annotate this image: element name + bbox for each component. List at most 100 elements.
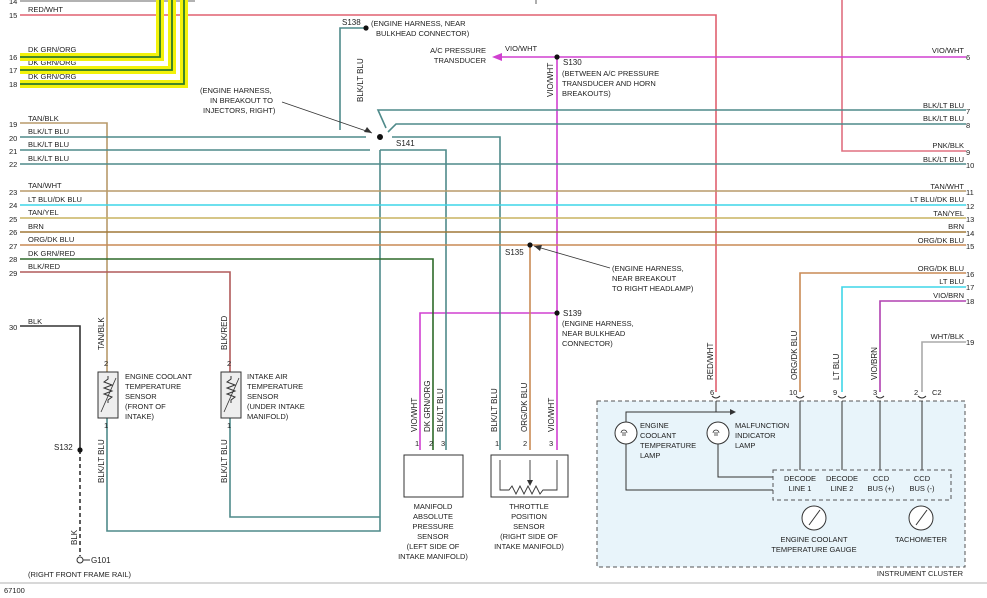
ect-lamp-2: COOLANT	[640, 431, 677, 440]
s130-desc-2: TRANSDUCER AND HORN	[562, 79, 656, 88]
splice-labels: S138 (ENGINE HARNESS, NEAR BULKHEAD CONN…	[54, 18, 694, 452]
s135-desc-1: (ENGINE HARNESS,	[612, 264, 684, 273]
bus-decode2-b: LINE 2	[831, 484, 854, 493]
wire-wht-blk	[921, 341, 966, 392]
cluster-pin-10: 10	[789, 388, 797, 397]
s135-desc-2: NEAR BREAKOUT	[612, 274, 677, 283]
s141-id: S141	[396, 139, 415, 148]
wire-blk-lt-blu-8	[387, 123, 966, 133]
right-pin-9: 9	[966, 148, 970, 157]
right-pin-17: 17	[966, 283, 974, 292]
cluster-wire-3-label: VIO/BRN	[870, 347, 879, 380]
map-pin-3: 3	[441, 439, 445, 448]
wire-blk-lt-blu-tps	[392, 136, 501, 450]
s138-wire-vertical-label: BLK/LT BLU	[356, 58, 365, 102]
s132-id: S132	[54, 443, 73, 452]
cluster-pin-marks	[711, 395, 927, 399]
tps-wire-1-label: BLK/LT BLU	[490, 388, 499, 432]
ect-lamp-1: ENGINE	[640, 421, 669, 430]
ect-lamp-filament	[620, 429, 628, 436]
bus-decode1-b: LINE 1	[789, 484, 812, 493]
map-name-5: (LEFT SIDE OF	[407, 542, 460, 551]
cluster-wire-10-label: ORG/DK BLU	[790, 330, 799, 380]
left-wire-label-22: BLK/LT BLU	[28, 154, 69, 163]
left-wire-labels: 14 15 RED/WHT 16 DK GRN/ORG 17 DK GRN/OR…	[9, 0, 82, 332]
s139-desc-3: CONNECTOR)	[562, 339, 613, 348]
right-wire-label-10: BLK/LT BLU	[923, 155, 964, 164]
bus-ccd-minus-a: CCD	[914, 474, 931, 483]
s139-desc-2: NEAR BULKHEAD	[562, 329, 626, 338]
wire-vio-brn	[879, 300, 966, 392]
right-wire-label-9: PNK/BLK	[932, 141, 964, 150]
left-wire-label-18: DK GRN/ORG	[28, 72, 77, 81]
ac-transducer-line-1: A/C PRESSURE	[430, 46, 486, 55]
wire-org-dk-blu-16	[799, 272, 966, 392]
ect-lamp-icon	[614, 421, 638, 445]
ect-name-1: ENGINE COOLANT	[125, 372, 193, 381]
right-pin-16: 16	[966, 270, 974, 279]
tps-pin-1: 1	[495, 439, 499, 448]
right-pin-13: 13	[966, 215, 974, 224]
right-pin-10: 10	[966, 161, 974, 170]
left-wire-label-23: TAN/WHT	[28, 181, 62, 190]
right-pin-15: 15	[966, 242, 974, 251]
tps-name-5: INTAKE MANIFOLD)	[494, 542, 564, 551]
ect-bottom-wire-label: BLK/LT BLU	[97, 439, 106, 483]
left-pin-29: 29	[9, 269, 17, 278]
iat-name-2: TEMPERATURE	[247, 382, 303, 391]
bus-ccd-minus-b: BUS (-)	[910, 484, 936, 493]
wire-blk-red	[20, 271, 231, 372]
iat-bottom-pin: 1	[227, 421, 231, 430]
wire-lt-blu-17	[841, 286, 966, 392]
s130-dot	[554, 54, 560, 60]
wire-blk-lt-blu-return	[106, 150, 381, 532]
left-pin-27: 27	[9, 242, 17, 251]
right-wire-label-14: BRN	[948, 222, 964, 231]
left-pin-15: 15	[9, 11, 17, 20]
left-wire-label-19: TAN/BLK	[28, 114, 59, 123]
map-sensor: 1 2 3 MANIFOLD ABSOLUTE PRESSURE SENSOR …	[398, 439, 468, 561]
ground-wire-label: BLK	[70, 529, 79, 545]
ect-variable-line	[100, 377, 117, 413]
tps-name-2: POSITION	[511, 512, 547, 521]
right-wire-label-15: ORG/DK BLU	[918, 236, 964, 245]
right-pin-6: 6	[966, 53, 970, 62]
right-wire-label-17: LT BLU	[939, 277, 964, 286]
wire-blk-lt-blu-map	[380, 149, 447, 450]
map-name-1: MANIFOLD	[414, 502, 453, 511]
s135-desc-3: TO RIGHT HEADLAMP)	[612, 284, 694, 293]
left-wire-label-28: DK GRN/RED	[28, 249, 76, 258]
right-wire-label-12: LT BLU/DK BLU	[910, 195, 964, 204]
iat-bottom-wire-label: BLK/LT BLU	[220, 439, 229, 483]
s138-desc-1: (ENGINE HARNESS, NEAR	[371, 19, 466, 28]
tps-pin-3: 3	[549, 439, 553, 448]
cluster-pin-6: 6	[710, 388, 714, 397]
right-wire-label-8: BLK/LT BLU	[923, 114, 964, 123]
tps-name-4: (RIGHT SIDE OF	[500, 532, 558, 541]
map-body	[403, 454, 464, 498]
map-name-2: ABSOLUTE	[413, 512, 453, 521]
ect-name-5: INTAKE)	[125, 412, 155, 421]
s130-wire-label: VIO/WHT	[505, 44, 537, 53]
s135-leader-arrow	[534, 245, 542, 251]
left-wire-label-25: TAN/YEL	[28, 208, 59, 217]
wire-blk	[20, 325, 81, 450]
right-pin-11: 11	[966, 188, 974, 197]
wire-blk-lt-blu-s138	[339, 27, 366, 130]
left-wire-label-27: ORG/DK BLU	[28, 235, 74, 244]
wire-tan-blk	[20, 122, 108, 372]
left-pin-24: 24	[9, 201, 17, 210]
mil-lamp-1: MALFUNCTION	[735, 421, 789, 430]
map-name-6: INTAKE MANIFOLD)	[398, 552, 468, 561]
s135-dot	[527, 242, 533, 248]
ect-top-wire-label: TAN/BLK	[97, 317, 106, 350]
right-pin-18: 18	[966, 297, 974, 306]
left-pin-14: 14	[9, 0, 17, 6]
right-wire-label-18: VIO/BRN	[933, 291, 964, 300]
ect-lamp-4: LAMP	[640, 451, 660, 460]
mil-lamp-icon	[706, 421, 730, 445]
s139-dot	[554, 310, 560, 316]
tps-wire-3-label: VIO/WHT	[547, 398, 556, 432]
left-wire-label-29: BLK/RED	[28, 262, 61, 271]
left-wire-label-21: BLK/LT BLU	[28, 140, 69, 149]
